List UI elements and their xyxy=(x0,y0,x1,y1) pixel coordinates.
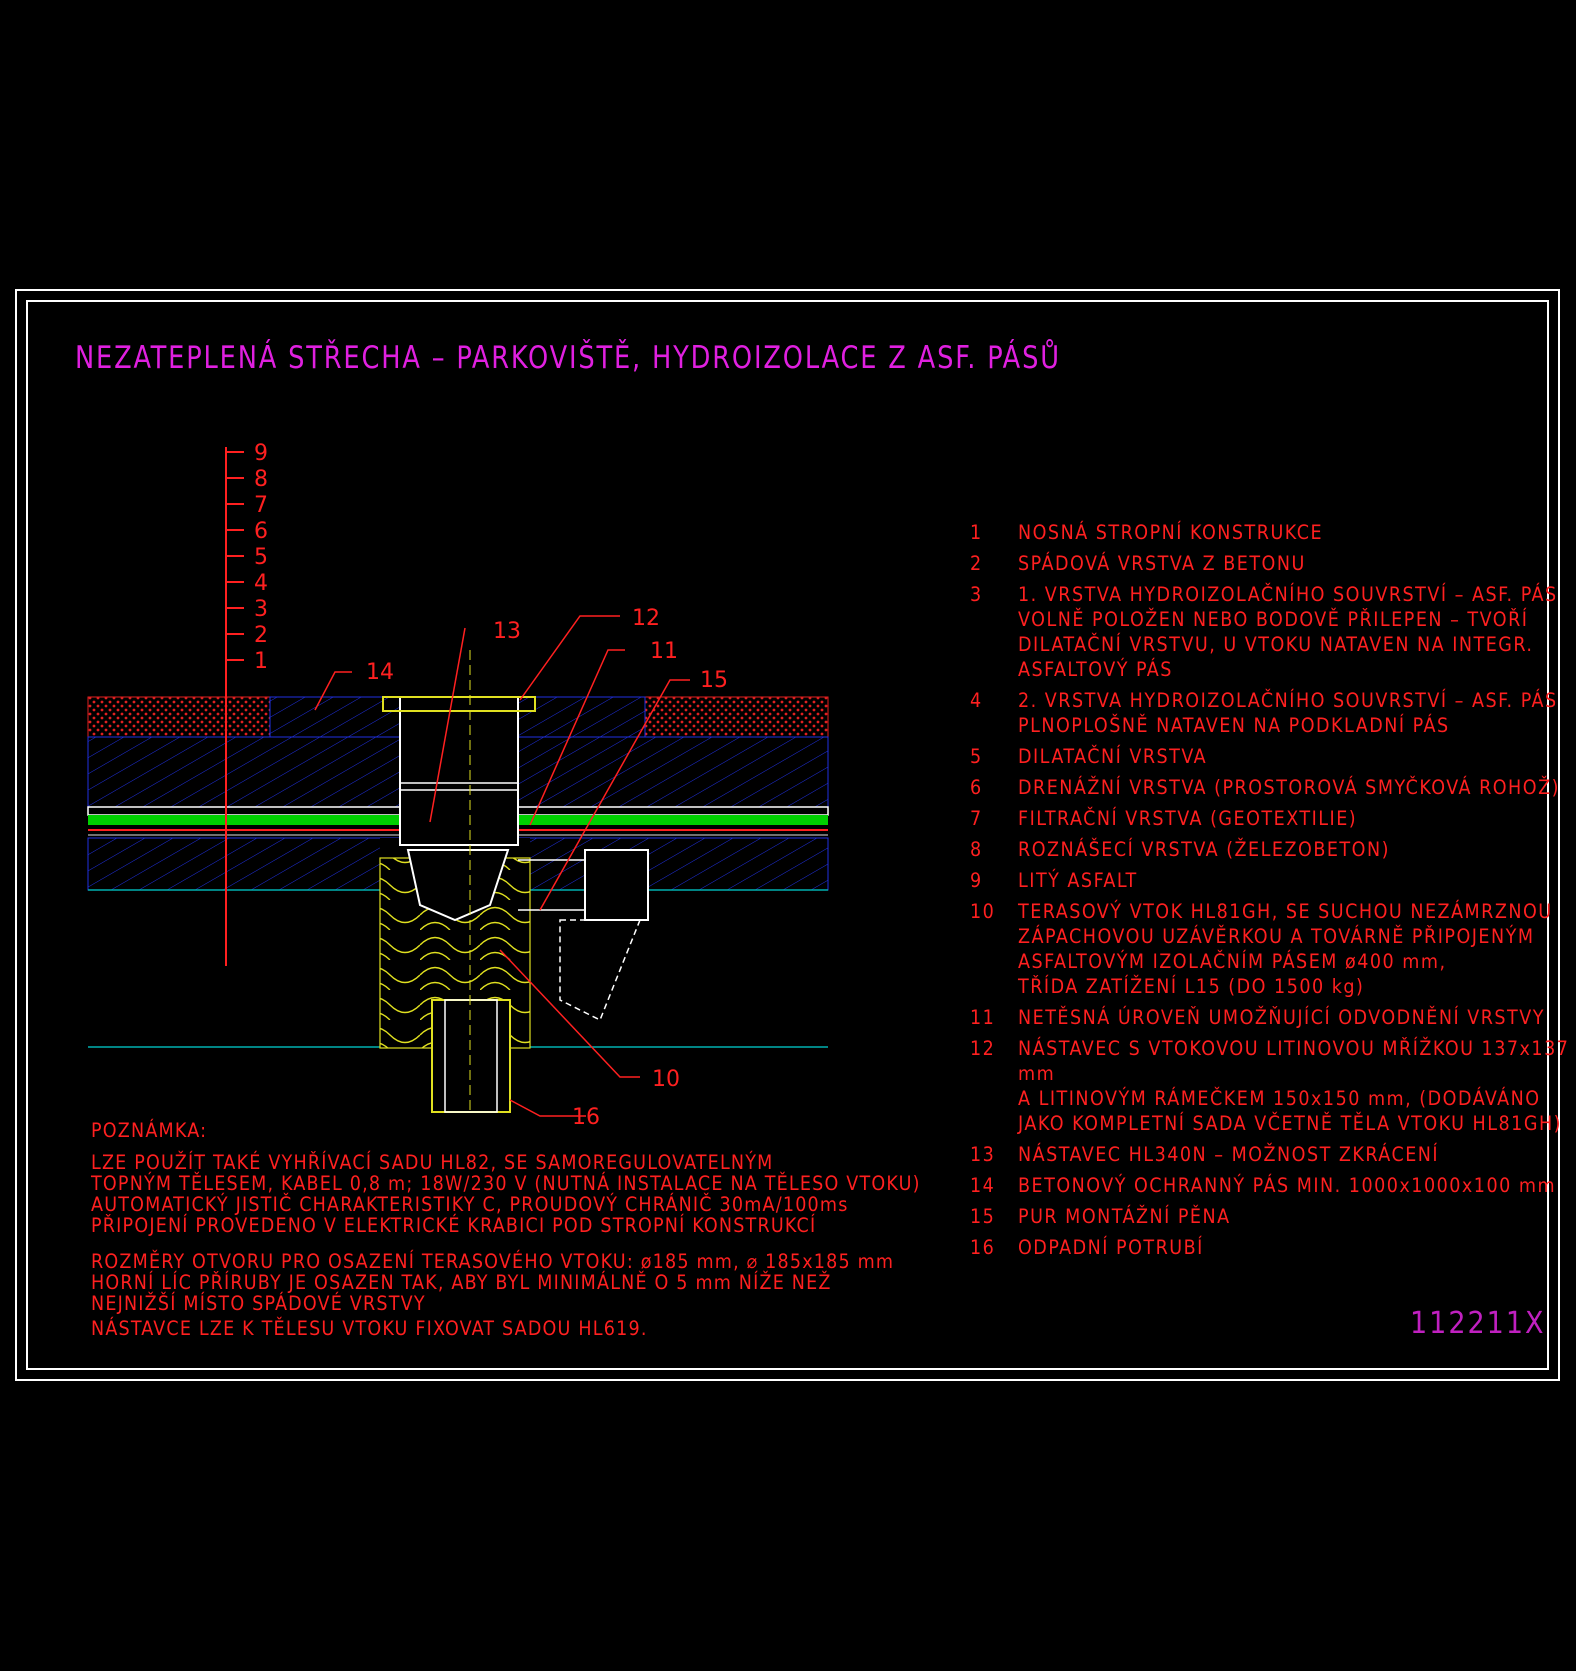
legend-text: NETĚSNÁ ÚROVEŇ UMOŽŇUJÍCÍ ODVODNĚNÍ VRST… xyxy=(1018,1006,1545,1029)
legend-item: 14 BETONOVÝ OCHRANNÝ PÁS MIN. 1000x1000x1… xyxy=(970,1173,1576,1198)
legend-text: DRENÁŽNÍ VRSTVA (PROSTOROVÁ SMYČKOVÁ ROH… xyxy=(1018,776,1560,799)
legend-item: 6 DRENÁŽNÍ VRSTVA (PROSTOROVÁ SMYČKOVÁ RO… xyxy=(970,775,1576,800)
legend-text: 1. VRSTVA HYDROIZOLAČNÍHO SOUVRSTVÍ – AS… xyxy=(1018,583,1558,681)
legend-text: DILATAČNÍ VRSTVA xyxy=(1018,745,1208,768)
legend-text: 2. VRSTVA HYDROIZOLAČNÍHO SOUVRSTVÍ – AS… xyxy=(1018,689,1558,737)
note-opening-dimensions: ROZMĚRY OTVORU PRO OSAZENÍ TERASOVÉHO VT… xyxy=(91,1250,895,1315)
legend-text: ROZNÁŠECÍ VRSTVA (ŽELEZOBETON) xyxy=(1018,838,1390,861)
scale-label: 2 xyxy=(254,623,268,648)
legend-text: NOSNÁ STROPNÍ KONSTRUKCE xyxy=(1018,521,1324,544)
drain-body xyxy=(406,849,510,922)
legend-text: SPÁDOVÁ VRSTVA Z BETONU xyxy=(1018,552,1306,575)
legend-number: 12 xyxy=(970,1037,996,1060)
legend-item: 16 ODPADNÍ POTRUBÍ xyxy=(970,1235,1576,1260)
scale-label: 8 xyxy=(254,467,268,492)
legend-text: ODPADNÍ POTRUBÍ xyxy=(1018,1236,1204,1259)
legend-item: 15 PUR MONTÁŽNÍ PĚNA xyxy=(970,1204,1576,1229)
legend-number: 1 xyxy=(970,521,983,544)
legend-item: 11 NETĚSNÁ ÚROVEŇ UMOŽŇUJÍCÍ ODVODNĚNÍ VR… xyxy=(970,1005,1576,1030)
legend-number: 13 xyxy=(970,1143,996,1166)
callout-label: 16 xyxy=(572,1105,600,1130)
legend-number: 6 xyxy=(970,776,983,799)
note-heading: POZNÁMKA: xyxy=(91,1119,208,1142)
legend-number: 5 xyxy=(970,745,983,768)
legend-item: 4 2. VRSTVA HYDROIZOLAČNÍHO SOUVRSTVÍ – A… xyxy=(970,688,1576,738)
legend-text: PUR MONTÁŽNÍ PĚNA xyxy=(1018,1205,1231,1228)
legend-text: FILTRAČNÍ VRSTVA (GEOTEXTILIE) xyxy=(1018,807,1358,830)
drawing-title: NEZATEPLENÁ STŘECHA – PARKOVIŠTĚ, HYDROI… xyxy=(75,340,1061,376)
legend-item: 8 ROZNÁŠECÍ VRSTVA (ŽELEZOBETON) xyxy=(970,837,1576,862)
scale-label: 7 xyxy=(254,493,268,518)
legend-number: 4 xyxy=(970,689,983,712)
callout-label: 14 xyxy=(366,660,394,685)
legend-item: 2 SPÁDOVÁ VRSTVA Z BETONU xyxy=(970,551,1576,576)
note-fixing-kit: NÁSTAVCE LZE K TĚLESU VTOKU FIXOVAT SADO… xyxy=(91,1317,648,1340)
scale-label: 6 xyxy=(254,519,268,544)
legend-number: 2 xyxy=(970,552,983,575)
callout-label: 13 xyxy=(493,619,521,644)
legend-item: 7 FILTRAČNÍ VRSTVA (GEOTEXTILIE) xyxy=(970,806,1576,831)
legend-item: 9 LITÝ ASFALT xyxy=(970,868,1576,893)
scale-label: 5 xyxy=(254,545,268,570)
callout-label: 15 xyxy=(700,668,728,693)
outlet-elbow xyxy=(559,919,642,1022)
asphalt-layer-left xyxy=(87,696,271,738)
scale-label: 4 xyxy=(254,571,268,596)
legend-number: 9 xyxy=(970,869,983,892)
legend-number: 16 xyxy=(970,1236,996,1259)
legend-number: 15 xyxy=(970,1205,996,1228)
drawing-code: 112211X xyxy=(1410,1306,1546,1341)
waste-pipe xyxy=(431,999,511,1113)
legend-item: 5 DILATAČNÍ VRSTVA xyxy=(970,744,1576,769)
legend-item: 13 NÁSTAVEC HL340N – MOŽNOST ZKRÁCENÍ xyxy=(970,1142,1576,1167)
legend-list: 1 NOSNÁ STROPNÍ KONSTRUKCE 2 SPÁDOVÁ VRSTVA… xyxy=(970,520,1576,1266)
grate-frame xyxy=(382,696,536,712)
legend-text: NÁSTAVEC S VTOKOVOU LITINOVOU MŘÍŽKOU 13… xyxy=(1018,1037,1570,1135)
legend-number: 8 xyxy=(970,838,983,861)
scale-label: 9 xyxy=(254,441,268,466)
legend-number: 14 xyxy=(970,1174,996,1197)
legend-item: 3 1. VRSTVA HYDROIZOLAČNÍHO SOUVRSTVÍ – A… xyxy=(970,582,1576,682)
legend-number: 3 xyxy=(970,583,983,606)
legend-text: NÁSTAVEC HL340N – MOŽNOST ZKRÁCENÍ xyxy=(1018,1143,1440,1166)
asphalt-layer-right xyxy=(644,696,829,738)
outer-frame xyxy=(15,289,1560,1381)
legend-number: 11 xyxy=(970,1006,996,1029)
legend-text: LITÝ ASFALT xyxy=(1018,869,1138,892)
legend-item: 12 NÁSTAVEC S VTOKOVOU LITINOVOU MŘÍŽKOU … xyxy=(970,1036,1576,1136)
callout-label: 12 xyxy=(632,606,660,631)
callout-label: 11 xyxy=(650,639,678,664)
callout-label: 10 xyxy=(652,1067,680,1092)
side-outlet xyxy=(584,849,649,921)
inner-frame xyxy=(26,300,1549,1370)
legend-item: 10 TERASOVÝ VTOK HL81GH, SE SUCHOU NEZÁMR… xyxy=(970,899,1576,999)
legend-item: 1 NOSNÁ STROPNÍ KONSTRUKCE xyxy=(970,520,1576,545)
legend-text: BETONOVÝ OCHRANNÝ PÁS MIN. 1000x1000x100… xyxy=(1018,1174,1557,1197)
scale-label: 1 xyxy=(254,649,268,674)
legend-number: 10 xyxy=(970,900,996,923)
legend-number: 7 xyxy=(970,807,983,830)
legend-text: TERASOVÝ VTOK HL81GH, SE SUCHOU NEZÁMRZN… xyxy=(1018,900,1553,998)
note-heating-kit: LZE POUŽÍT TAKÉ VYHŘÍVACÍ SADU HL82, SE … xyxy=(91,1151,921,1237)
scale-label: 3 xyxy=(254,597,268,622)
